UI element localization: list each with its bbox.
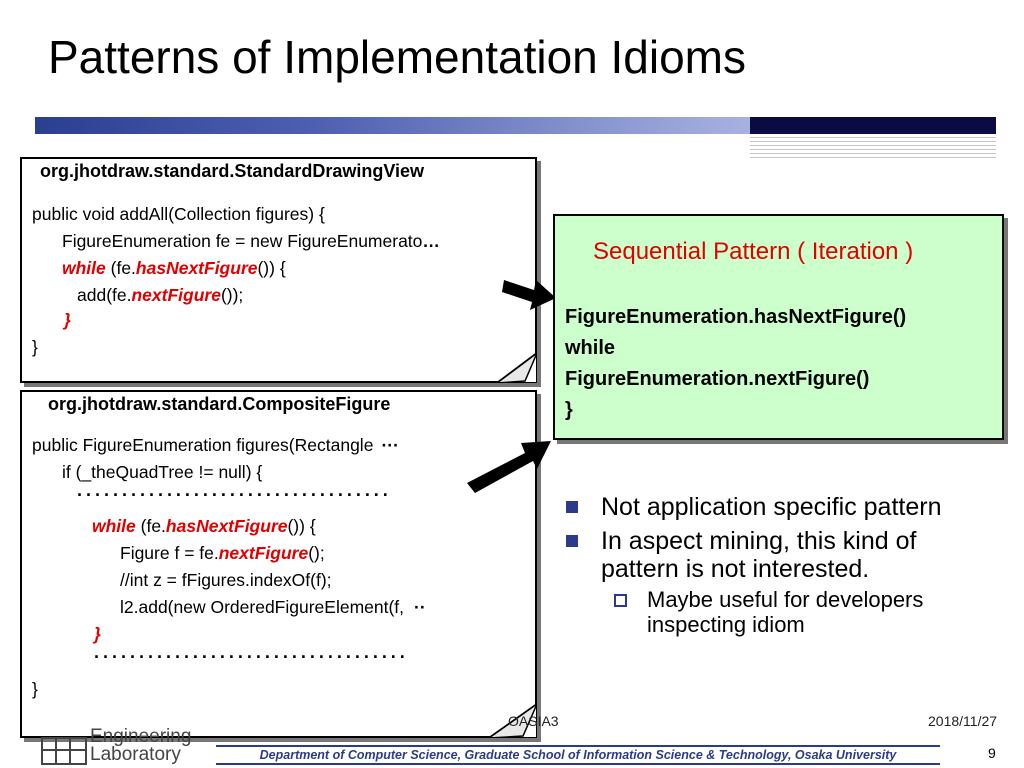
code-line: } bbox=[64, 310, 71, 330]
bullet-text: Not application specific pattern bbox=[601, 493, 942, 521]
ellipsis-dots: ··································· bbox=[77, 485, 392, 505]
title-underline-bar bbox=[35, 117, 750, 134]
pattern-line: while bbox=[565, 337, 616, 359]
code-line: while (fe.hasNextFigure()) { bbox=[92, 516, 316, 536]
code-line: public void addAll(Collection figures) { bbox=[32, 204, 325, 224]
page-fold-corner bbox=[489, 704, 537, 738]
lab-logo-icon bbox=[41, 737, 87, 765]
bullet-square-icon bbox=[566, 535, 578, 547]
code-box-header: org.jhotdraw.standard.StandardDrawingVie… bbox=[40, 161, 425, 181]
slide-date: 2018/11/27 bbox=[928, 713, 998, 729]
code-line: FigureEnumeration fe = new FigureEnumera… bbox=[62, 231, 440, 251]
code-line: Figure f = fe.nextFigure(); bbox=[120, 543, 325, 563]
code-line: } bbox=[94, 624, 101, 644]
code-line: while (fe.hasNextFigure()) { bbox=[62, 258, 286, 278]
bullet-square-icon bbox=[566, 501, 578, 513]
title-underline-dark-bar bbox=[750, 117, 996, 134]
code-line: if (_theQuadTree != null) { bbox=[62, 462, 263, 482]
code-line: l2.add(new OrderedFigureElement(f,·· bbox=[120, 597, 426, 617]
page-fold-corner bbox=[497, 353, 537, 383]
code-line: } bbox=[32, 337, 38, 357]
sub-bullet-square-icon bbox=[614, 594, 627, 607]
code-line: } bbox=[32, 679, 38, 699]
lab-logo-text: Engineering Laboratory bbox=[90, 726, 192, 765]
code-line: add(fe.nextFigure()); bbox=[77, 285, 244, 305]
code-box-header: org.jhotdraw.standard.CompositeFigure bbox=[48, 394, 391, 414]
pattern-line: } bbox=[565, 399, 573, 421]
title-decoration-lines bbox=[750, 137, 996, 159]
sequential-pattern-box: Sequential Pattern ( Iteration ) FigureE… bbox=[553, 214, 1004, 440]
arrow-up-right-icon bbox=[467, 441, 551, 493]
slide-title: Patterns of Implementation Idioms bbox=[48, 31, 746, 83]
sequential-pattern-title: Sequential Pattern ( Iteration ) bbox=[593, 238, 914, 265]
pattern-line: FigureEnumeration.nextFigure() bbox=[565, 368, 870, 390]
bullet-text: In aspect mining, this kind of bbox=[601, 527, 917, 555]
ellipsis-dots: ··································· bbox=[94, 647, 409, 667]
code-line: //int z = fFigures.indexOf(f); bbox=[120, 570, 332, 590]
arrow-right-icon bbox=[502, 280, 556, 310]
sub-bullet-text: Maybe useful for developers bbox=[647, 587, 924, 612]
department-banner: Department of Computer Science, Graduate… bbox=[216, 745, 940, 765]
sub-bullet-text: inspecting idiom bbox=[647, 612, 805, 637]
conference-label: OASIA3 bbox=[508, 713, 559, 729]
code-line: public FigureEnumeration figures(Rectang… bbox=[32, 435, 399, 455]
code-box-standard-drawing-view: org.jhotdraw.standard.StandardDrawingVie… bbox=[20, 157, 537, 383]
pattern-line: FigureEnumeration.hasNextFigure() bbox=[565, 306, 907, 328]
bullet-text: pattern is not interested. bbox=[601, 555, 870, 583]
page-number: 9 bbox=[988, 745, 996, 761]
code-box-composite-figure: org.jhotdraw.standard.CompositeFigure pu… bbox=[20, 390, 537, 738]
